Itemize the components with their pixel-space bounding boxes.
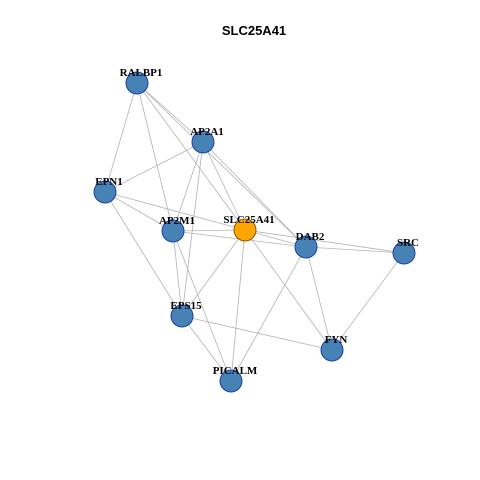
edge-ap2m1-picalm: [172, 230, 232, 382]
node-slc25a41: SLC25A41: [223, 214, 275, 242]
node-circle-fyn: [320, 338, 344, 362]
node-label-ap2m1: AP2M1: [159, 215, 195, 227]
edge-dab2-fyn: [305, 246, 333, 351]
node-label-eps15: EPS15: [170, 300, 202, 312]
edge-epn1-eps15: [104, 191, 183, 317]
edge-ralbp1-dab2: [136, 82, 307, 248]
node-circle-ap2m1: [161, 219, 185, 243]
node-circle-ap2a1: [191, 130, 215, 154]
edge-ap2m1-eps15: [172, 230, 183, 317]
node-label-slc25a41: SLC25A41: [223, 214, 274, 226]
edge-slc25a41-picalm: [230, 229, 246, 382]
node-label-ralbp1: RALBP1: [120, 67, 163, 79]
node-circle-ralbp1: [125, 71, 149, 95]
node-circle-dab2: [294, 235, 318, 259]
edge-ralbp1-epn1: [104, 82, 138, 193]
edge-dab2-picalm: [230, 246, 307, 382]
edge-ralbp1-slc25a41: [136, 82, 246, 231]
edge-eps15-fyn: [181, 315, 333, 351]
edge-eps15-picalm: [181, 315, 232, 382]
edge-ralbp1-ap2a1: [136, 82, 204, 143]
edge-ap2a1-epn1: [104, 141, 204, 193]
node-circle-src: [392, 241, 416, 265]
node-circle-epn1: [93, 180, 117, 204]
edge-dab2-src: [305, 246, 405, 254]
edge-ap2a1-dab2: [202, 141, 307, 248]
node-ralbp1: RALBP1: [120, 67, 163, 95]
node-circle-slc25a41: [233, 218, 257, 242]
edge-src-fyn: [331, 252, 405, 351]
edges-layer: [104, 82, 405, 382]
edge-slc25a41-fyn: [244, 229, 333, 351]
node-fyn: FYN: [320, 334, 348, 362]
edge-slc25a41-eps15: [181, 229, 246, 317]
node-label-src: SRC: [397, 237, 419, 249]
node-label-dab2: DAB2: [296, 231, 325, 243]
node-ap2a1: AP2A1: [190, 126, 224, 154]
edge-ralbp1-ap2m1: [136, 82, 174, 232]
edge-epn1-ap2m1: [104, 191, 174, 232]
edge-epn1-slc25a41: [104, 191, 246, 231]
node-src: SRC: [392, 237, 419, 265]
node-picalm: PICALM: [213, 365, 258, 393]
node-circle-picalm: [219, 369, 243, 393]
node-dab2: DAB2: [294, 231, 325, 259]
edge-ap2a1-slc25a41: [202, 141, 246, 231]
edge-ap2a1-eps15: [181, 141, 204, 317]
edge-ap2m1-slc25a41: [172, 229, 246, 232]
node-circle-eps15: [170, 304, 194, 328]
graph-title: SLC25A41: [222, 23, 286, 38]
node-label-epn1: EPN1: [95, 176, 123, 188]
node-eps15: EPS15: [170, 300, 202, 328]
node-label-ap2a1: AP2A1: [190, 126, 224, 138]
node-label-picalm: PICALM: [213, 365, 258, 377]
edge-slc25a41-src: [244, 229, 405, 254]
node-epn1: EPN1: [93, 176, 123, 204]
node-label-fyn: FYN: [325, 334, 348, 346]
edge-ap2a1-ap2m1: [172, 141, 204, 232]
node-ap2m1: AP2M1: [159, 215, 195, 243]
